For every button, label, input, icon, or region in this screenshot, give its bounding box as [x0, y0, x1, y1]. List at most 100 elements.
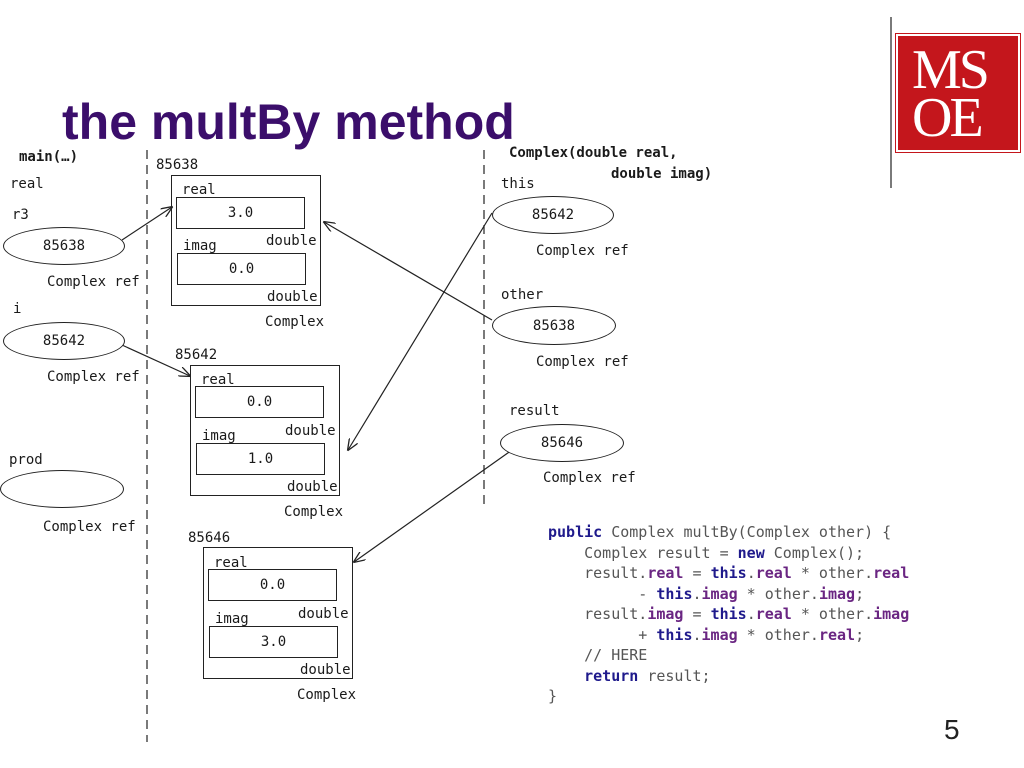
field-imag-type: double: [300, 662, 351, 678]
heap-object-class: Complex: [297, 687, 357, 703]
code-text: Complex multBy(Complex other) {: [602, 523, 892, 541]
heap-object-box: [171, 175, 321, 306]
code-keyword: public: [548, 523, 603, 541]
result-reference-oval: 85646: [500, 424, 624, 462]
field-imag-type: double: [287, 479, 338, 495]
heap-object-class: Complex: [284, 504, 344, 520]
page-number: 5: [944, 714, 960, 745]
heap-object-address: 85638: [156, 157, 199, 173]
i-type-label: Complex ref: [47, 369, 140, 385]
code-field: real: [647, 564, 684, 582]
slide-title: the multBy method: [62, 94, 515, 150]
method-frame-header-line2: double imag): [611, 166, 713, 182]
code-text: }: [548, 687, 558, 705]
code-text: [548, 667, 584, 685]
this-reference-oval: 85642: [492, 196, 614, 234]
field-real-label: real: [182, 182, 216, 198]
prod-reference-oval: [0, 470, 124, 508]
code-field: real: [873, 564, 910, 582]
other-reference-oval: 85638: [492, 306, 616, 345]
main-var-real-label: real: [10, 176, 44, 192]
code-text: ;: [855, 584, 865, 603]
code-field: imag: [701, 625, 738, 644]
code-text: .: [746, 605, 756, 623]
main-var-i-label: i: [13, 301, 22, 317]
code-text: result.: [548, 564, 648, 582]
i-reference-oval: 85642: [3, 322, 125, 360]
code-field: imag: [818, 584, 856, 603]
r3-reference-oval: 85638: [3, 227, 125, 265]
heap-object-class: Complex: [265, 314, 325, 330]
field-imag-value: 0.0: [177, 253, 306, 285]
logo-text-bottom: OE: [912, 87, 984, 149]
code-text: Complex result =: [548, 543, 738, 562]
heap-object-address: 85642: [175, 347, 218, 363]
arrow-other-to-85638: [324, 222, 493, 321]
r3-type-label: Complex ref: [47, 274, 140, 290]
code-text: * other.: [737, 584, 819, 603]
arrow-this-to-85642: [348, 212, 493, 450]
code-keyword: return: [584, 666, 639, 685]
code-keyword: this: [710, 605, 747, 623]
code-text: .: [746, 564, 756, 582]
code-field: real: [755, 564, 792, 582]
field-real-value: 0.0: [195, 386, 324, 418]
main-var-r3-label: r3: [12, 207, 29, 223]
code-keyword: new: [737, 543, 765, 562]
method-var-result-label: result: [509, 403, 560, 419]
code-text: ;: [855, 625, 865, 644]
field-imag-value: 3.0: [209, 626, 338, 658]
field-real-type: double: [266, 233, 317, 249]
field-real-type: double: [285, 423, 336, 439]
heap-object-box: [190, 365, 340, 496]
code-text: =: [683, 564, 711, 582]
field-real-label: real: [214, 555, 248, 571]
code-text: * other.: [791, 564, 874, 582]
logo-text-top: MS: [912, 39, 990, 101]
main-var-prod-label: prod: [9, 452, 43, 468]
result-type-label: Complex ref: [543, 470, 636, 486]
code-field: real: [755, 605, 792, 623]
code-field: imag: [701, 584, 738, 603]
code-field: imag: [647, 605, 684, 623]
code-text: result.: [548, 605, 648, 623]
code-text: .: [692, 625, 702, 644]
code-keyword: this: [656, 584, 693, 603]
code-listing: public Complex multBy(Complex other) { C…: [548, 522, 909, 707]
method-var-this-label: this: [501, 176, 535, 192]
heap-object-address: 85646: [188, 530, 231, 546]
field-imag-value: 1.0: [196, 443, 325, 475]
field-real-value: 3.0: [176, 197, 305, 229]
code-field: imag: [873, 605, 910, 623]
method-var-other-label: other: [501, 287, 544, 303]
code-text: result;: [638, 666, 711, 685]
code-text: * other.: [791, 605, 874, 623]
code-text: -: [548, 584, 657, 603]
field-real-value: 0.0: [208, 569, 337, 601]
field-imag-type: double: [267, 289, 318, 305]
field-real-label: real: [201, 372, 235, 388]
main-frame-header: main(…): [19, 149, 79, 165]
method-frame-header-line1: Complex(double real,: [509, 145, 678, 161]
code-field: real: [818, 625, 856, 644]
code-text: +: [548, 625, 657, 644]
code-text: .: [692, 584, 702, 603]
arrow-i-to-85642: [121, 344, 190, 376]
code-text: * other.: [737, 625, 819, 644]
code-text: =: [683, 605, 711, 623]
arrow-result-to-85646: [354, 449, 513, 562]
code-keyword: this: [656, 625, 693, 644]
heap-object-box: [203, 547, 353, 679]
msoe-logo: MS OE: [895, 33, 1021, 153]
field-real-type: double: [298, 606, 349, 622]
code-comment: // HERE: [548, 646, 648, 664]
this-type-label: Complex ref: [536, 243, 629, 259]
other-type-label: Complex ref: [536, 354, 629, 370]
arrow-r3-to-85638: [121, 207, 172, 241]
field-imag-label: imag: [202, 428, 236, 444]
prod-type-label: Complex ref: [43, 519, 136, 535]
code-text: Complex();: [764, 543, 865, 562]
code-keyword: this: [710, 564, 747, 582]
field-imag-label: imag: [215, 611, 249, 627]
